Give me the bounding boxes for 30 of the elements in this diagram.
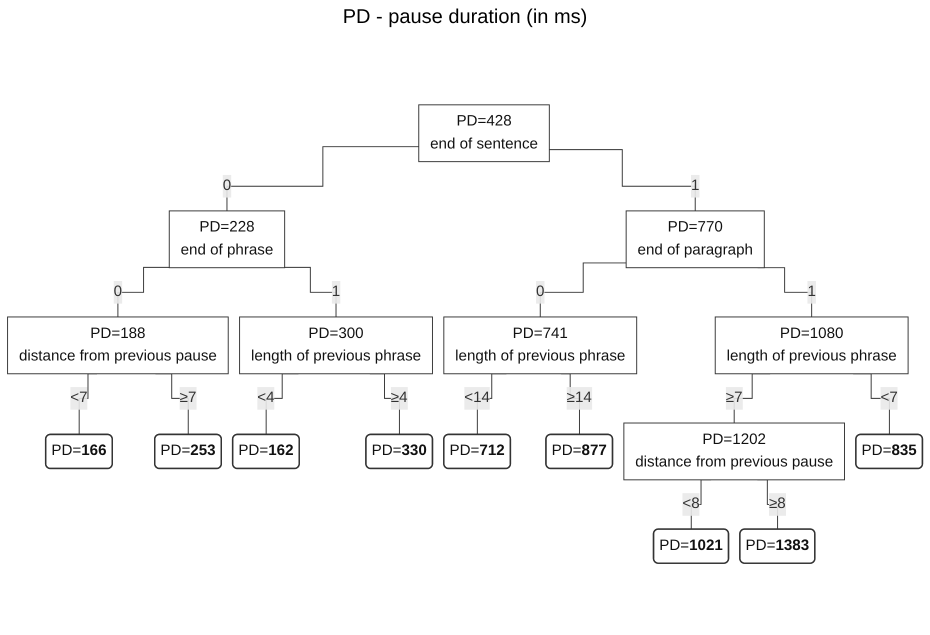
- edge-label: ≥7: [726, 390, 743, 406]
- edge-label: ≥8: [768, 496, 786, 512]
- node-box: PD=228 end of phrase: [168, 210, 286, 268]
- edge-label: <7: [880, 390, 898, 406]
- node-box: PD=770 end of paragraph: [626, 210, 765, 268]
- edge-label: 0: [222, 178, 232, 194]
- node-box: PD=1202 distance from previous pause: [623, 422, 845, 480]
- edge-label: ≥14: [566, 390, 592, 406]
- edge-label: <4: [257, 390, 275, 406]
- node-box: PD=300 length of previous phrase: [239, 316, 433, 374]
- node-box: PD=428 end of sentence: [418, 104, 550, 162]
- connector: [548, 149, 696, 212]
- diagram-title: PD - pause duration (in ms): [342, 6, 588, 29]
- edge-label: 1: [332, 284, 340, 300]
- edge-label: <8: [682, 496, 700, 512]
- edge-label: 1: [807, 284, 816, 300]
- node-box: PD=188 distance from previous pause: [7, 316, 229, 374]
- edge-label: <7: [70, 390, 88, 406]
- edge-label: ≥7: [180, 390, 196, 406]
- edge-label: 0: [114, 284, 122, 300]
- edge-label: <14: [464, 390, 490, 406]
- connector: [117, 266, 170, 318]
- connector: [226, 146, 420, 212]
- connector: [540, 262, 627, 318]
- connector: [284, 266, 336, 318]
- edge-label: 0: [536, 284, 544, 300]
- edge-label: 1: [691, 178, 700, 194]
- node-box: PD=741 length of previous phrase: [443, 316, 638, 374]
- edge-label: ≥4: [390, 390, 408, 406]
- node-box: PD=1080 length of previous phrase: [714, 316, 909, 374]
